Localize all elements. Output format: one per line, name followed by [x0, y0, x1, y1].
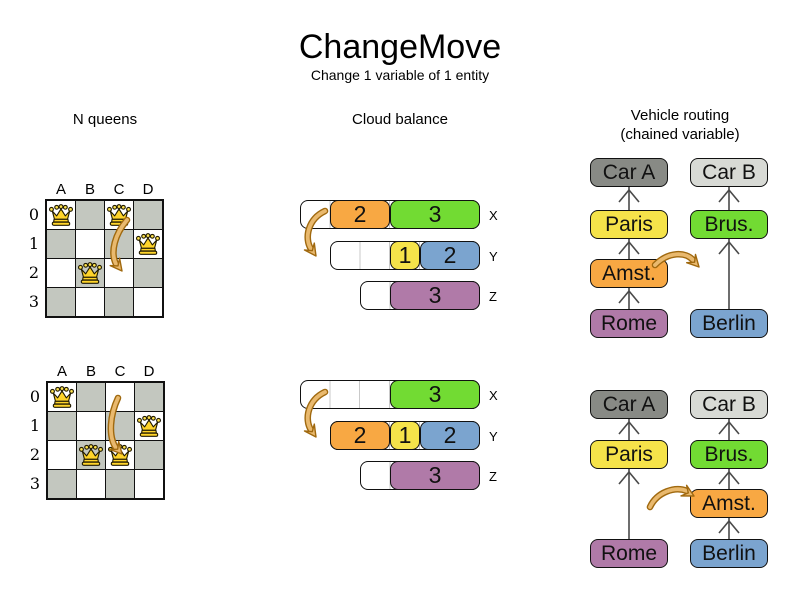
- board-row-label: 0: [28, 205, 39, 224]
- board-cell-C3: [106, 470, 134, 498]
- board-cell-A2: [48, 441, 76, 469]
- board-row-label: 2: [28, 263, 39, 282]
- board-row-label: 1: [29, 416, 40, 435]
- board-cell-B1: [76, 230, 104, 258]
- vrp-box-car-a: Car A: [590, 158, 668, 187]
- board-column-label: C: [113, 181, 125, 198]
- vrp-box-paris: Paris: [590, 440, 668, 469]
- queen-icon: [106, 204, 132, 226]
- board-cell-B3: [77, 470, 105, 498]
- board-column-label: D: [143, 363, 155, 380]
- board-row-label: 0: [29, 387, 40, 406]
- computer-label: Y: [489, 429, 498, 444]
- computer-label: Z: [489, 469, 497, 484]
- board-row-label: 3: [28, 292, 39, 311]
- board-cell-C3: [105, 288, 133, 316]
- computer-label: X: [489, 208, 498, 223]
- board-column-label: B: [85, 363, 96, 380]
- board-cell-C2: [106, 441, 134, 469]
- chessboard-after: [46, 381, 165, 500]
- process-block: 3: [390, 461, 480, 490]
- board-cell-D0: [135, 383, 163, 411]
- board-cell-D0: [134, 201, 162, 229]
- vrp-box-car-a: Car A: [590, 390, 668, 419]
- vrp-box-berlin: Berlin: [690, 539, 768, 568]
- page-subtitle: Change 1 variable of 1 entity: [310, 67, 490, 83]
- chessboard-before: [45, 199, 164, 318]
- process-block: 3: [390, 200, 480, 229]
- board-cell-C0: [105, 201, 133, 229]
- board-cell-C1: [106, 412, 134, 440]
- column-header-vrp-line1: Vehicle routing: [630, 107, 730, 124]
- queen-icon: [136, 415, 162, 437]
- board-cell-D2: [134, 259, 162, 287]
- board-column-label: A: [55, 181, 66, 198]
- process-block: 2: [330, 200, 390, 229]
- board-cell-B2: [77, 441, 105, 469]
- board-row-label: 3: [29, 474, 40, 493]
- board-cell-D1: [134, 230, 162, 258]
- board-column-label: C: [114, 363, 126, 380]
- board-cell-D3: [135, 470, 163, 498]
- board-cell-C0: [106, 383, 134, 411]
- board-cell-D2: [135, 441, 163, 469]
- process-block: 2: [420, 241, 480, 270]
- board-cell-A2: [47, 259, 75, 287]
- column-header-cloud: Cloud balance: [352, 111, 448, 128]
- vrp-box-car-b: Car B: [690, 390, 768, 419]
- board-cell-B3: [76, 288, 104, 316]
- vrp-box-brus: Brus.: [690, 440, 768, 469]
- queen-icon: [78, 444, 104, 466]
- board-column-label: B: [84, 181, 95, 198]
- board-column-label: A: [56, 363, 67, 380]
- vrp-box-brus: Brus.: [690, 210, 768, 239]
- process-block: 2: [420, 421, 480, 450]
- vrp-box-paris: Paris: [590, 210, 668, 239]
- board-cell-B0: [76, 201, 104, 229]
- board-cell-A3: [48, 470, 76, 498]
- board-cell-D3: [134, 288, 162, 316]
- vrp-box-rome: Rome: [590, 539, 668, 568]
- vrp-box-amst: Amst.: [690, 489, 768, 518]
- board-row-label: 2: [29, 445, 40, 464]
- board-cell-B0: [77, 383, 105, 411]
- queen-icon: [48, 204, 74, 226]
- process-block: 2: [330, 421, 390, 450]
- page-title: ChangeMove: [298, 28, 502, 66]
- vrp-box-rome: Rome: [590, 309, 668, 338]
- board-cell-C2: [105, 259, 133, 287]
- computer-label: X: [489, 388, 498, 403]
- process-block: 3: [390, 281, 480, 310]
- process-block: 1: [390, 241, 420, 270]
- board-cell-A0: [47, 201, 75, 229]
- vrp-box-car-b: Car B: [690, 158, 768, 187]
- board-cell-A0: [48, 383, 76, 411]
- queen-icon: [107, 444, 133, 466]
- board-cell-D1: [135, 412, 163, 440]
- board-cell-C1: [105, 230, 133, 258]
- vrp-box-amst: Amst.: [590, 259, 668, 288]
- computer-label: Z: [489, 289, 497, 304]
- process-block: 3: [390, 380, 480, 409]
- board-cell-A3: [47, 288, 75, 316]
- board-cell-B1: [77, 412, 105, 440]
- board-row-label: 1: [28, 234, 39, 253]
- queen-icon: [49, 386, 75, 408]
- board-cell-B2: [76, 259, 104, 287]
- board-cell-A1: [47, 230, 75, 258]
- queen-icon: [77, 262, 103, 284]
- column-header-nqueens: N queens: [72, 111, 138, 128]
- column-header-vrp: Vehicle routing (chained variable): [595, 106, 765, 144]
- column-header-vrp-line2: (chained variable): [620, 126, 740, 143]
- vrp-box-berlin: Berlin: [690, 309, 768, 338]
- process-block: 1: [390, 421, 420, 450]
- board-column-label: D: [142, 181, 154, 198]
- board-cell-A1: [48, 412, 76, 440]
- queen-icon: [135, 233, 161, 255]
- computer-label: Y: [489, 249, 498, 264]
